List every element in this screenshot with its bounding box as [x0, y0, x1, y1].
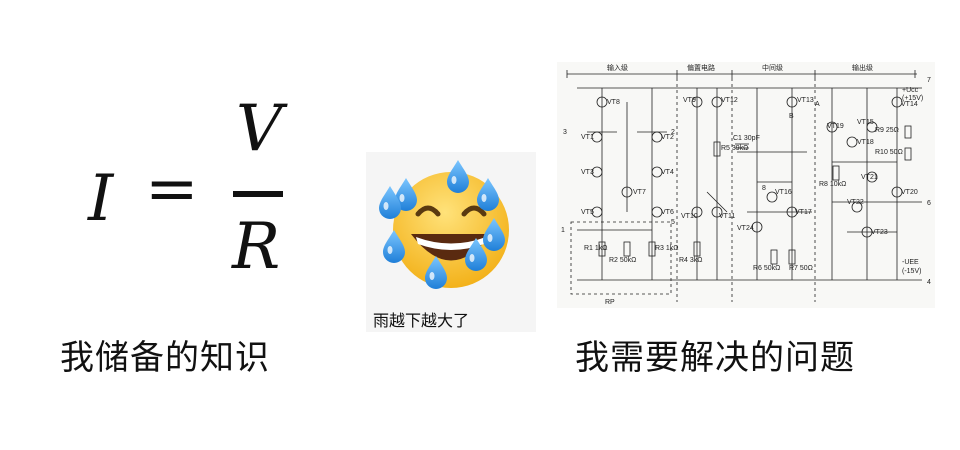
label-vt20: VT20 — [901, 189, 918, 196]
label-r9: R9 25Ω — [875, 127, 899, 134]
supply-bottom-label: -UEE — [902, 259, 919, 266]
caption-my-problem: 我需要解决的问题 — [575, 338, 855, 378]
emoji-panel: 雨越下越大了 — [366, 152, 536, 332]
pin-3: 3 — [563, 129, 567, 136]
label-vt22: VT22 — [847, 199, 864, 206]
label-vt11: VT11 — [719, 213, 735, 220]
label-vt14: VT14 — [901, 101, 918, 108]
label-vt18: VT18 — [857, 139, 874, 146]
node-b: B — [789, 113, 794, 120]
formula-equals-sign: = — [145, 152, 199, 226]
formula-voltage-symbol: V — [236, 92, 283, 166]
supply-top-label: +Ucc — [902, 87, 919, 94]
label-vt21: VT21 — [861, 174, 878, 181]
pin-5: 5 — [671, 219, 675, 226]
label-vt8: VT8 — [607, 99, 620, 106]
label-r1: R1 1kΩ — [584, 245, 608, 252]
supply-bottom-value: (-15V) — [902, 268, 921, 275]
label-r10: R10 50Ω — [875, 149, 903, 156]
formula-resistance-symbol: R — [232, 210, 281, 284]
section-label-bias: 偏置电路 — [687, 63, 715, 72]
label-vt12: VT12 — [721, 97, 738, 104]
section-label-middle: 中间级 — [762, 63, 783, 72]
label-vt3: VT3 — [581, 169, 594, 176]
supply-top-value: (+15V) — [902, 95, 923, 102]
label-r7: R7 50Ω — [789, 265, 813, 272]
section-label-output: 输出级 — [852, 63, 873, 72]
emoji-caption: 雨越下越大了 — [373, 311, 470, 330]
label-c1: C1 30pF — [733, 135, 760, 142]
label-r4: R4 3kΩ — [679, 257, 703, 264]
label-vt16: VT16 — [775, 189, 792, 196]
label-vt4: VT4 — [661, 169, 674, 176]
pin-4: 4 — [927, 279, 931, 286]
label-vt23: VT23 — [871, 229, 888, 236]
label-vt10: VT10 — [681, 213, 698, 220]
pin-7: 7 — [927, 77, 931, 84]
label-vt15: VT15 — [857, 119, 874, 126]
op-amp-circuit-diagram: 输入级 偏置电路 中间级 输出级 VT1 VT2 VT3 VT4 VT5 VT6… — [557, 62, 935, 308]
caption-my-knowledge: 我储备的知识 — [60, 338, 270, 378]
label-vt9: VT9 — [683, 97, 696, 104]
pin-6: 6 — [927, 200, 931, 207]
node-a: A — [815, 101, 820, 108]
label-vt7: VT7 — [633, 189, 646, 196]
label-vt1: VT1 — [581, 134, 594, 141]
pin-1: 1 — [561, 227, 565, 234]
circuit-schematic: 输入级 偏置电路 中间级 输出级 VT1 VT2 VT3 VT4 VT5 VT6… — [561, 63, 931, 306]
formula-current-symbol: I — [88, 162, 114, 236]
ohms-law-formula: I = V R — [70, 90, 330, 300]
label-vt6: VT6 — [661, 209, 674, 216]
label-vt17: VT17 — [795, 209, 812, 216]
label-r2: R2 50kΩ — [609, 257, 636, 264]
label-vt2: VT2 — [661, 134, 674, 141]
label-r3: R3 1kΩ — [655, 245, 679, 252]
pin-8: 8 — [762, 185, 766, 192]
label-r6: R6 50kΩ — [753, 265, 780, 272]
sweating-grin-face-icon — [379, 160, 509, 289]
pin-2: 2 — [671, 129, 675, 136]
label-r8: R8 10kΩ — [819, 181, 846, 188]
label-vt13: VT13 — [797, 97, 814, 104]
fraction-bar — [233, 191, 283, 197]
label-r5: R5 39kΩ — [721, 145, 748, 152]
label-vt5: VT5 — [581, 209, 594, 216]
label-vt24: VT24 — [737, 225, 754, 232]
section-label-input: 输入级 — [607, 63, 628, 72]
label-vt19: VT19 — [827, 123, 844, 130]
label-rp: RP — [605, 299, 615, 306]
